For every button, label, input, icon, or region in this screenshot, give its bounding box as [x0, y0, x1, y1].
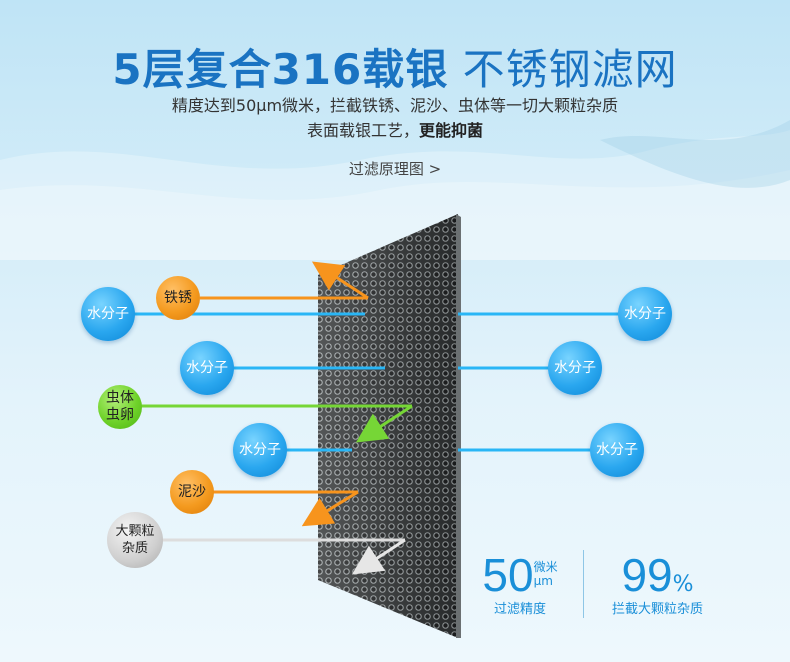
rust-arrow [311, 261, 369, 300]
insect-egg-bubble: 虫体虫卵 [98, 385, 142, 429]
title-light: 不锈钢滤网 [448, 45, 678, 94]
precision-value: 50 [482, 549, 534, 601]
insect-arrow [355, 404, 413, 443]
water-molecule-bubble-1: 水分子 [81, 287, 135, 341]
stats-divider [583, 550, 584, 618]
intercept-label: 拦截大颗粒杂质 [611, 602, 703, 617]
filter-principle-link[interactable]: 过滤原理图 > [348, 160, 442, 178]
subtitle-line2-normal: 表面载银工艺， [306, 121, 419, 140]
precision-label: 过滤精度 [493, 602, 546, 617]
subtitle-line1: 精度达到50μm微米，拦截铁锈、泥沙、虫体等一切大颗粒杂质 [171, 96, 619, 115]
subtitle-line2-bold: 更能抑菌 [419, 121, 484, 140]
insect-label-1: 虫体 [106, 390, 134, 406]
water-molecule-bubble-5: 水分子 [233, 423, 287, 477]
sand-arrow [301, 490, 359, 527]
sand-bubble: 泥沙 [170, 470, 214, 514]
water-molecule-bubble-3: 水分子 [180, 341, 234, 395]
precision-unit-bottom: μm [533, 574, 553, 588]
subtitle-line2: 表面载银工艺，更能抑菌 [0, 117, 790, 141]
large-particle-arrow [351, 538, 406, 575]
intercept-stat: 99% 拦截大颗粒杂质 [600, 548, 715, 617]
intercept-value: 99 [621, 549, 673, 601]
water-molecule-bubble-4: 水分子 [548, 341, 602, 395]
insect-label-2: 虫卵 [106, 407, 134, 423]
mesh-edge [456, 214, 461, 638]
precision-unit-top: 微米 [533, 560, 558, 574]
water-molecule-bubble-2: 水分子 [618, 287, 672, 341]
water-molecule-bubble-6: 水分子 [590, 423, 644, 477]
large-particle-bubble: 大颗粒杂质 [107, 512, 163, 568]
large-label-2: 杂质 [121, 541, 148, 556]
intercept-unit: % [672, 572, 694, 597]
title-bold: 5层复合316载银 [112, 45, 449, 94]
rust-bubble: 铁锈 [156, 276, 200, 320]
water-splash-background [0, 120, 790, 260]
large-label-1: 大颗粒 [115, 524, 155, 539]
page-title: 5层复合316载银 不锈钢滤网 [0, 36, 790, 97]
